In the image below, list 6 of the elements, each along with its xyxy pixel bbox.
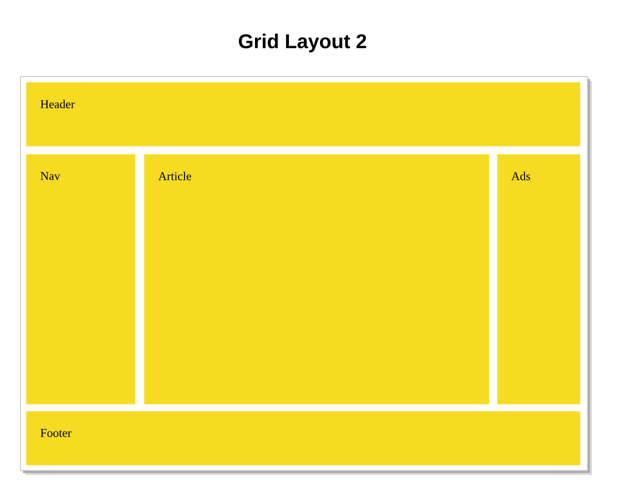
title: Grid Layout 2 (238, 34, 366, 52)
grid-area: Footer (26, 411, 580, 466)
grid-area: Nav (26, 154, 136, 404)
grid-area: Article (144, 154, 490, 404)
grid-area: Header (26, 82, 580, 146)
grid-area: Ads (497, 154, 580, 404)
